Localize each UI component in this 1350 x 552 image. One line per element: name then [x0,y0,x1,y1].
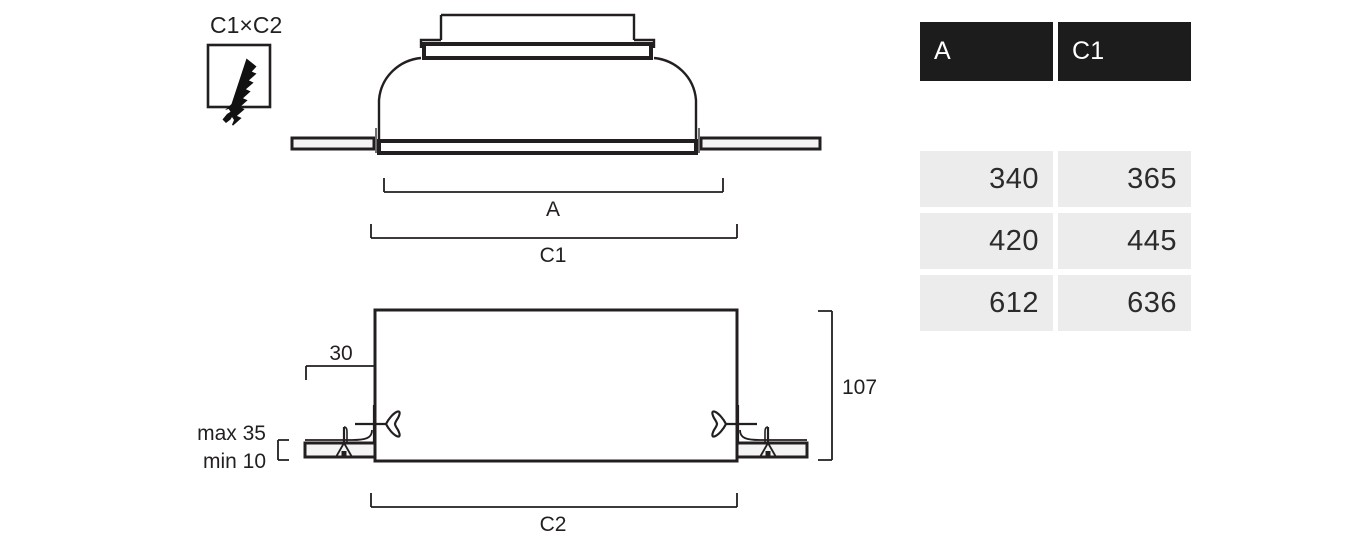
anchor-tip-right [765,451,771,457]
side-section-view [303,308,809,463]
technical-drawing: C1×C2 [197,12,877,536]
dimension-A-label: A [546,198,560,221]
table-cell-c1: 636 [1058,275,1191,331]
dimension-107-label: 107 [842,376,877,399]
table-cell-c1: 365 [1058,151,1191,207]
dome-left-curve [377,56,422,141]
dimension-C1 [370,224,738,239]
table-header-c1: C1 [1058,22,1191,81]
dimension-C2-bracket [370,493,738,508]
table-cell-a: 420 [920,213,1053,269]
anchor-tip-left [341,451,347,457]
top-inner-bar [422,42,653,60]
ceiling-min-label: min 10 [203,450,266,473]
anchor-foot-right [759,441,777,458]
dimension-30 [305,365,376,380]
dimension-30-label: 30 [329,342,352,365]
ceiling-max-label: max 35 [197,422,266,445]
front-section-view [290,13,822,155]
table-row: 612 636 [920,275,1192,331]
spring-clip-left [305,405,401,458]
ceiling-left [290,136,376,151]
dimension-C1-bracket [370,224,738,239]
ceiling-thickness-marks [277,439,289,461]
dimension-A-bracket [383,178,724,193]
dimension-107 [818,310,833,461]
top-box-outline [441,13,636,40]
dimension-C2 [370,493,738,508]
ceiling-thickness-bracket [277,439,289,461]
anchor-pin-left-side [343,426,348,443]
table-row: 340 365 [920,151,1192,207]
shoulder-right [634,38,656,48]
cutout-symbol-group: C1×C2 [206,12,282,126]
dimension-A [383,178,724,193]
bottom-flange [377,139,698,155]
spring-arm-right [739,429,807,441]
drawing-canvas: C1×C2 [197,12,877,536]
dimension-C2-label: C2 [540,513,567,536]
shoulder-left [419,38,441,48]
table-header-a: A [920,22,1053,81]
table-header-row: A C1 [920,22,1192,81]
table-row: 420 445 [920,213,1192,269]
dimension-107-bracket [818,310,833,461]
wing-nut-right [711,410,728,438]
ceiling-right [699,136,822,151]
body-rectangle [373,308,739,463]
dimension-C1-label: C1 [540,244,567,267]
wing-nut-left [384,410,401,438]
dimension-30-bracket [305,365,376,380]
table-cell-a: 340 [920,151,1053,207]
table-body: 340 365 420 445 612 636 [920,151,1192,331]
table-cell-a: 612 [920,275,1053,331]
table-cell-c1: 445 [1058,213,1191,269]
spring-clip-right [711,405,807,458]
cutout-caption: C1×C2 [210,12,282,38]
dome-right-curve [653,56,698,141]
saw-icon [222,58,257,126]
spring-arm-left [305,429,373,441]
anchor-pin-right-side [764,426,769,443]
anchor-foot-left [335,441,353,458]
dimension-table: A C1 340 365 420 445 612 636 [920,22,1192,337]
